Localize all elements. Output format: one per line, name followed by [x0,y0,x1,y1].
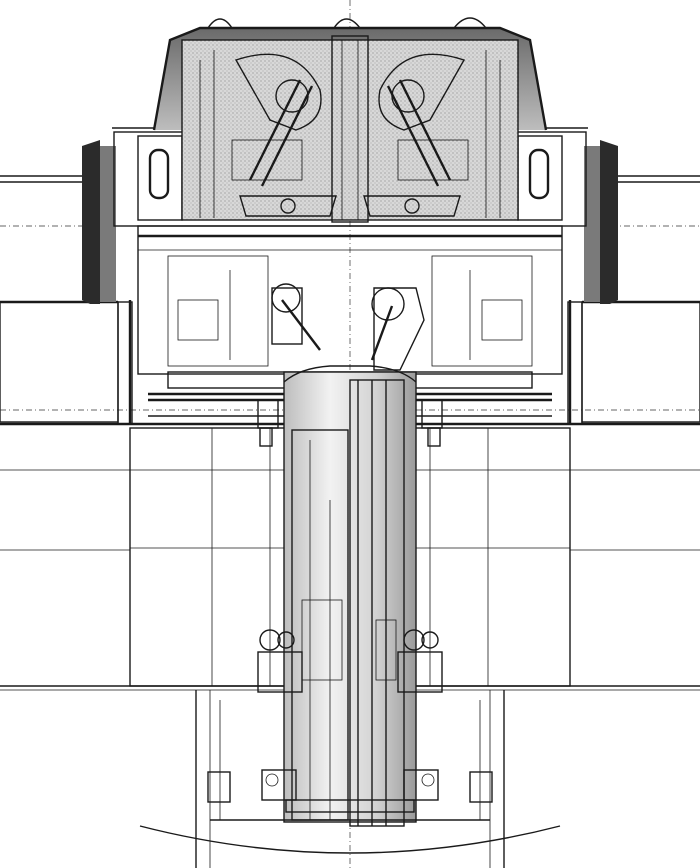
right-gun-mechanism [378,53,469,187]
central-hoist-trunk [283,365,417,827]
lower-fittings [207,599,493,821]
turret-house [112,17,588,227]
barbette-armor [82,140,618,425]
left-gun-mechanism [231,53,322,187]
